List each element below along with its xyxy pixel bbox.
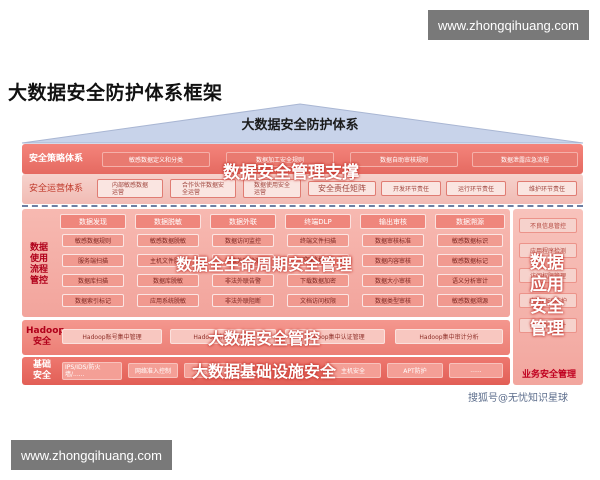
app-item: 不良信息管控 [519,218,577,233]
flow-col-header: 数据脱敏 [135,214,201,229]
hadoop-item: Hadoop集中审计分析 [395,329,503,344]
page-title: 大数据安全防护体系框架 [8,82,223,104]
flow-item: 数据内容审核 [362,254,424,267]
app-item: 应用程序检测 [519,243,577,258]
flow-item: 数据审核标准 [362,234,424,247]
ops-item: 开发环节责任 [381,181,441,196]
app-item: 访问权限管理 [519,268,577,283]
divider-dashed [22,205,583,207]
app-item: 应用WEB防护 [519,293,577,308]
policy-item: 敏感数据定义和分类 [102,152,210,167]
infra-item: IPS/IDS/防火墙/...... [62,362,122,380]
app-label: 业务安全管理 [521,370,576,380]
flow-item: 数据访问监控 [212,234,274,247]
infra-item: APT防护 [387,363,443,378]
ops-item: 维护环节责任 [517,181,577,196]
infra-item: 数据分级保护 [184,363,242,378]
ops-item: 内部敏感数据 运营 [97,179,163,198]
ops-item: 数据使用安全 运营 [243,179,301,198]
flow-item: 敏感数据脱敏 [137,234,199,247]
flow-col-header: 数据发现 [60,214,126,229]
infra-item: ...... [449,363,503,378]
policy-item: 数据加工安全规则 [226,152,334,167]
flow-item: 非法外联检测 [212,254,274,267]
ops-item: 合作伙伴数据安 全运营 [170,179,236,198]
overlay-hadoop: 大数据安全管控 [208,329,321,348]
overlay-infra: 大数据基础设施安全 [192,362,337,381]
flow-item: 终端文件扫描 [287,234,349,247]
policy-item: 数据自助审核规则 [350,152,458,167]
flow-item: 数据索引标记 [62,294,124,307]
watermark-top: www.zhongqihuang.com [428,10,589,40]
overlay-lifecycle: 数据全生命周期安全管理 [176,255,353,274]
overlay-app: 数据应用安全管理 [530,253,564,339]
flow-item: 敏感数据标识 [437,234,503,247]
hadoop-item: Hadoop集中认证管理 [285,329,385,344]
infra-label: 基础安全 [32,360,51,381]
infra-item: 主机安全 [325,363,381,378]
flow-item: 敏感数据溯源 [437,294,503,307]
flow-col-header: 输出审核 [360,214,426,229]
flow-item: 语义分析审计 [437,274,503,287]
flow-item: 下载数据加密 [287,274,349,287]
flow-item: 数据库扫描 [62,274,124,287]
flow-item: 文档标记 [287,254,349,267]
ops-item: 安全责任矩阵 [308,181,376,196]
infra-item: 网络准入控制 [128,363,178,378]
ops-label: 安全运营体系 [29,184,84,194]
policy-label: 安全策略体系 [29,154,84,164]
flow-item: 文档访问权限 [287,294,349,307]
flow-item: 主机文件脱敏 [137,254,199,267]
flow-col-header: 数据外联 [210,214,276,229]
watermark-bottom: www.zhongqihuang.com [11,440,172,470]
overlay-support: 数据安全管理支撑 [223,163,359,183]
flow-item: 非法外联阻断 [212,294,274,307]
source-credit: 搜狐号@无忧知识星球 [468,393,568,404]
flow-item: 敏感数据规则 [62,234,124,247]
flow-item: 非法外联告警 [212,274,274,287]
policy-item: 数据泄露应急流程 [472,152,578,167]
hadoop-item: Hadoop账号集中管理 [62,329,162,344]
flow-label: 数据使用流程管控 [30,243,49,286]
ops-item: 运行环节责任 [446,181,506,196]
flow-item: 数据类型审核 [362,294,424,307]
app-item: 数据使用审计 [519,318,577,333]
flow-item: 数据大小审核 [362,274,424,287]
flow-col-header: 终端DLP [285,214,351,229]
flow-item: 应用系统脱敏 [137,294,199,307]
flow-item: 数据库脱敏 [137,274,199,287]
roof-title: 大数据安全防护体系 [241,118,359,133]
flow-item: 敏感数据标记 [437,254,503,267]
hadoop-item: Hadoop访问集中授权 [170,329,276,344]
flow-col-header: 数据溯源 [435,214,505,229]
flow-item: 服务端扫描 [62,254,124,267]
